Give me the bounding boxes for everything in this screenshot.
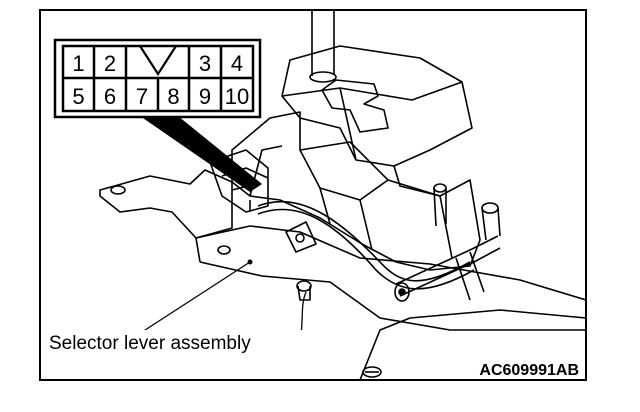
callout-leader: [141, 261, 251, 333]
pin-label: 4: [231, 51, 243, 76]
connector-key-notch: [139, 45, 177, 77]
rod-end: [394, 282, 410, 302]
figure-code: AC609991AB: [479, 362, 579, 379]
connector-block: [209, 149, 269, 213]
mount-hole: [110, 185, 126, 195]
pin-label: 6: [104, 84, 116, 109]
pin-label: 7: [136, 84, 148, 109]
base-plate-edge: [195, 225, 586, 301]
shift-lever-shaft: [311, 10, 335, 76]
pin-label: 10: [225, 84, 249, 109]
pin-label: 1: [72, 51, 84, 76]
mount-hole: [217, 245, 231, 255]
base-plate-front: [199, 261, 586, 331]
bolt: [296, 280, 312, 292]
pin-label: 5: [72, 84, 84, 109]
connector-leader: [140, 116, 262, 192]
mount-hole: [362, 366, 382, 378]
housing-body: [231, 111, 481, 271]
shift-cable: [257, 200, 471, 282]
callout-dot: [247, 259, 253, 265]
pin-label: 2: [104, 51, 116, 76]
pin-label: 9: [199, 84, 211, 109]
pin-label: 8: [167, 84, 179, 109]
base-plate-left: [99, 169, 233, 239]
shift-rod: [395, 235, 499, 285]
shift-gate-slot: [321, 79, 389, 133]
selector-lever-drawing: [99, 10, 586, 380]
top-cover: [281, 45, 473, 167]
connector-pin-table: 1 2 3 4 5 6 7 8 9 10: [53, 38, 262, 119]
pin-label: 3: [199, 51, 211, 76]
callout-label: Selector lever assembly: [49, 333, 251, 354]
